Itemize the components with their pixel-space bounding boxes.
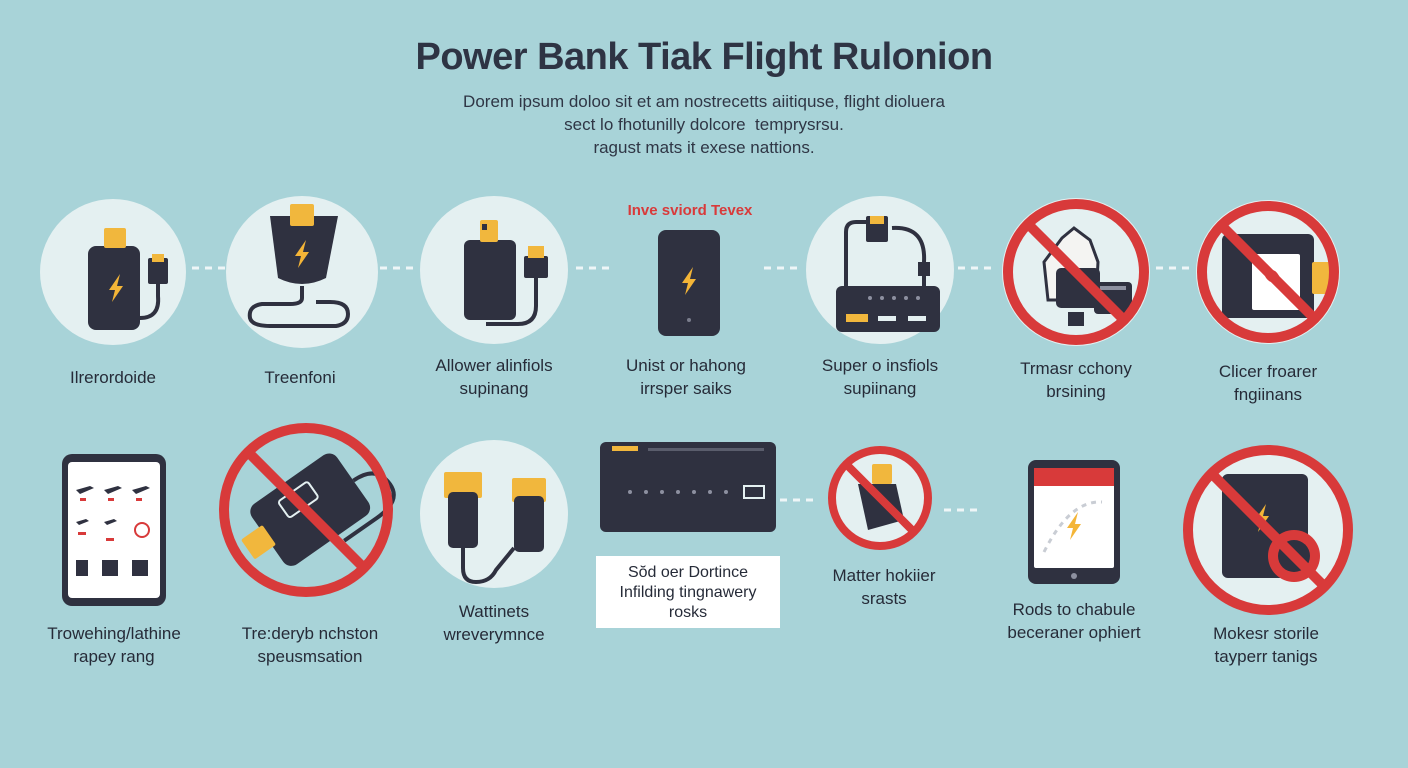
prohibited-power-bank-icon: [219, 423, 396, 597]
phone-airline-app-icon: [62, 454, 166, 606]
charging-hub-icon: [806, 196, 954, 344]
label-line: Super o insfiols: [821, 356, 939, 375]
label-line: Matter hokiier: [832, 566, 936, 585]
label-line: Ilrerordoide: [70, 368, 156, 387]
label-line: fngiinans: [1233, 385, 1303, 404]
label-line: rapey rang: [73, 647, 155, 666]
row2-connectors: [780, 498, 980, 512]
row2-label-4-box: Sŏd oer Dortince Infilding tingnawery ro…: [596, 556, 780, 628]
row1-label-5: Super o insfiols supiinang: [780, 354, 980, 400]
row2-label-2: Tre:deryb nchston speusmsation: [210, 622, 410, 668]
label-line: Mokesr storile: [1213, 624, 1319, 643]
subtitle-line: ragust mats it exese nattions.: [593, 138, 815, 157]
prohibited-cabin-icon: [1002, 198, 1150, 346]
label-line: speusmsation: [257, 647, 363, 666]
prohibited-tablet-icon: [1183, 445, 1353, 615]
row2-label-3: Wattinets wreverymnce: [394, 600, 594, 646]
label-line: Trowehing/lathine: [47, 624, 181, 643]
label-line: Wattinets: [458, 602, 530, 621]
label-line: Trmasr cchony: [1020, 359, 1132, 378]
row1-label-7: Clicer froarer fngiinans: [1168, 360, 1368, 406]
label-line: wreverymnce: [443, 625, 545, 644]
subtitle-line: sect lo fhotunilly dolcore temprysrsu.: [564, 115, 844, 134]
charger-plug-icon: [226, 196, 378, 348]
row1-label-6: Trmasr cchony brsining: [976, 357, 1176, 403]
label-line: srasts: [861, 589, 907, 608]
label-line: Unist or hahong: [625, 356, 747, 375]
label-line: Clicer froarer: [1218, 362, 1318, 381]
row1-label-3: Allower alinfiols supinang: [394, 354, 594, 400]
row2-label-6: Rods to chabule beceraner ophiert: [974, 598, 1174, 644]
phone-battery-icon: [658, 230, 720, 336]
usb-cables-icon: [420, 196, 568, 344]
large-power-bank-icon: [600, 442, 776, 532]
label-line: supiinang: [843, 379, 917, 398]
label-line: Allower alinfiols: [435, 356, 553, 375]
subtitle-line: Dorem ipsum doloo sit et am nostrecetts …: [463, 92, 945, 111]
page-subtitle: Dorem ipsum doloo sit et am nostrecetts …: [0, 90, 1408, 159]
label-line: tayperr tanigs: [1214, 647, 1318, 666]
power-bank-cable-icon: [40, 199, 186, 345]
page-title: Power Bank Tiak Flight Rulonion: [415, 36, 993, 78]
tablet-charging-icon: [1028, 460, 1120, 584]
label-line: supinang: [459, 379, 529, 398]
row2-label-5: Matter hokiier srasts: [784, 564, 984, 610]
prohibited-device-icon: [1196, 200, 1340, 344]
label-line: Sŏd oer Dortince: [627, 564, 749, 581]
row1-label-2: Treenfoni: [200, 366, 400, 389]
label-line: Treenfoni: [264, 368, 336, 387]
usb-connectors-icon: [420, 440, 568, 588]
label-line: rosks: [668, 604, 708, 621]
row2-label-1: Trowehing/lathine rapey rang: [14, 622, 214, 668]
highlight-label: Inve sviord Tevex: [627, 202, 753, 219]
row1-label-1: Ilrerordoide: [13, 366, 213, 389]
label-line: irrsper saiks: [640, 379, 732, 398]
row2-label-7: Mokesr storile tayperr tanigs: [1166, 622, 1366, 668]
label-line: Tre:deryb nchston: [241, 624, 379, 643]
prohibited-plug-icon: [828, 446, 932, 550]
label-line: beceraner ophiert: [1007, 623, 1141, 642]
label-line: Infilding tingnawery: [619, 584, 757, 601]
label-line: Rods to chabule: [1012, 600, 1136, 619]
row1-label-4: Unist or hahong irrsper saiks: [586, 354, 786, 400]
label-line: brsining: [1046, 382, 1106, 401]
